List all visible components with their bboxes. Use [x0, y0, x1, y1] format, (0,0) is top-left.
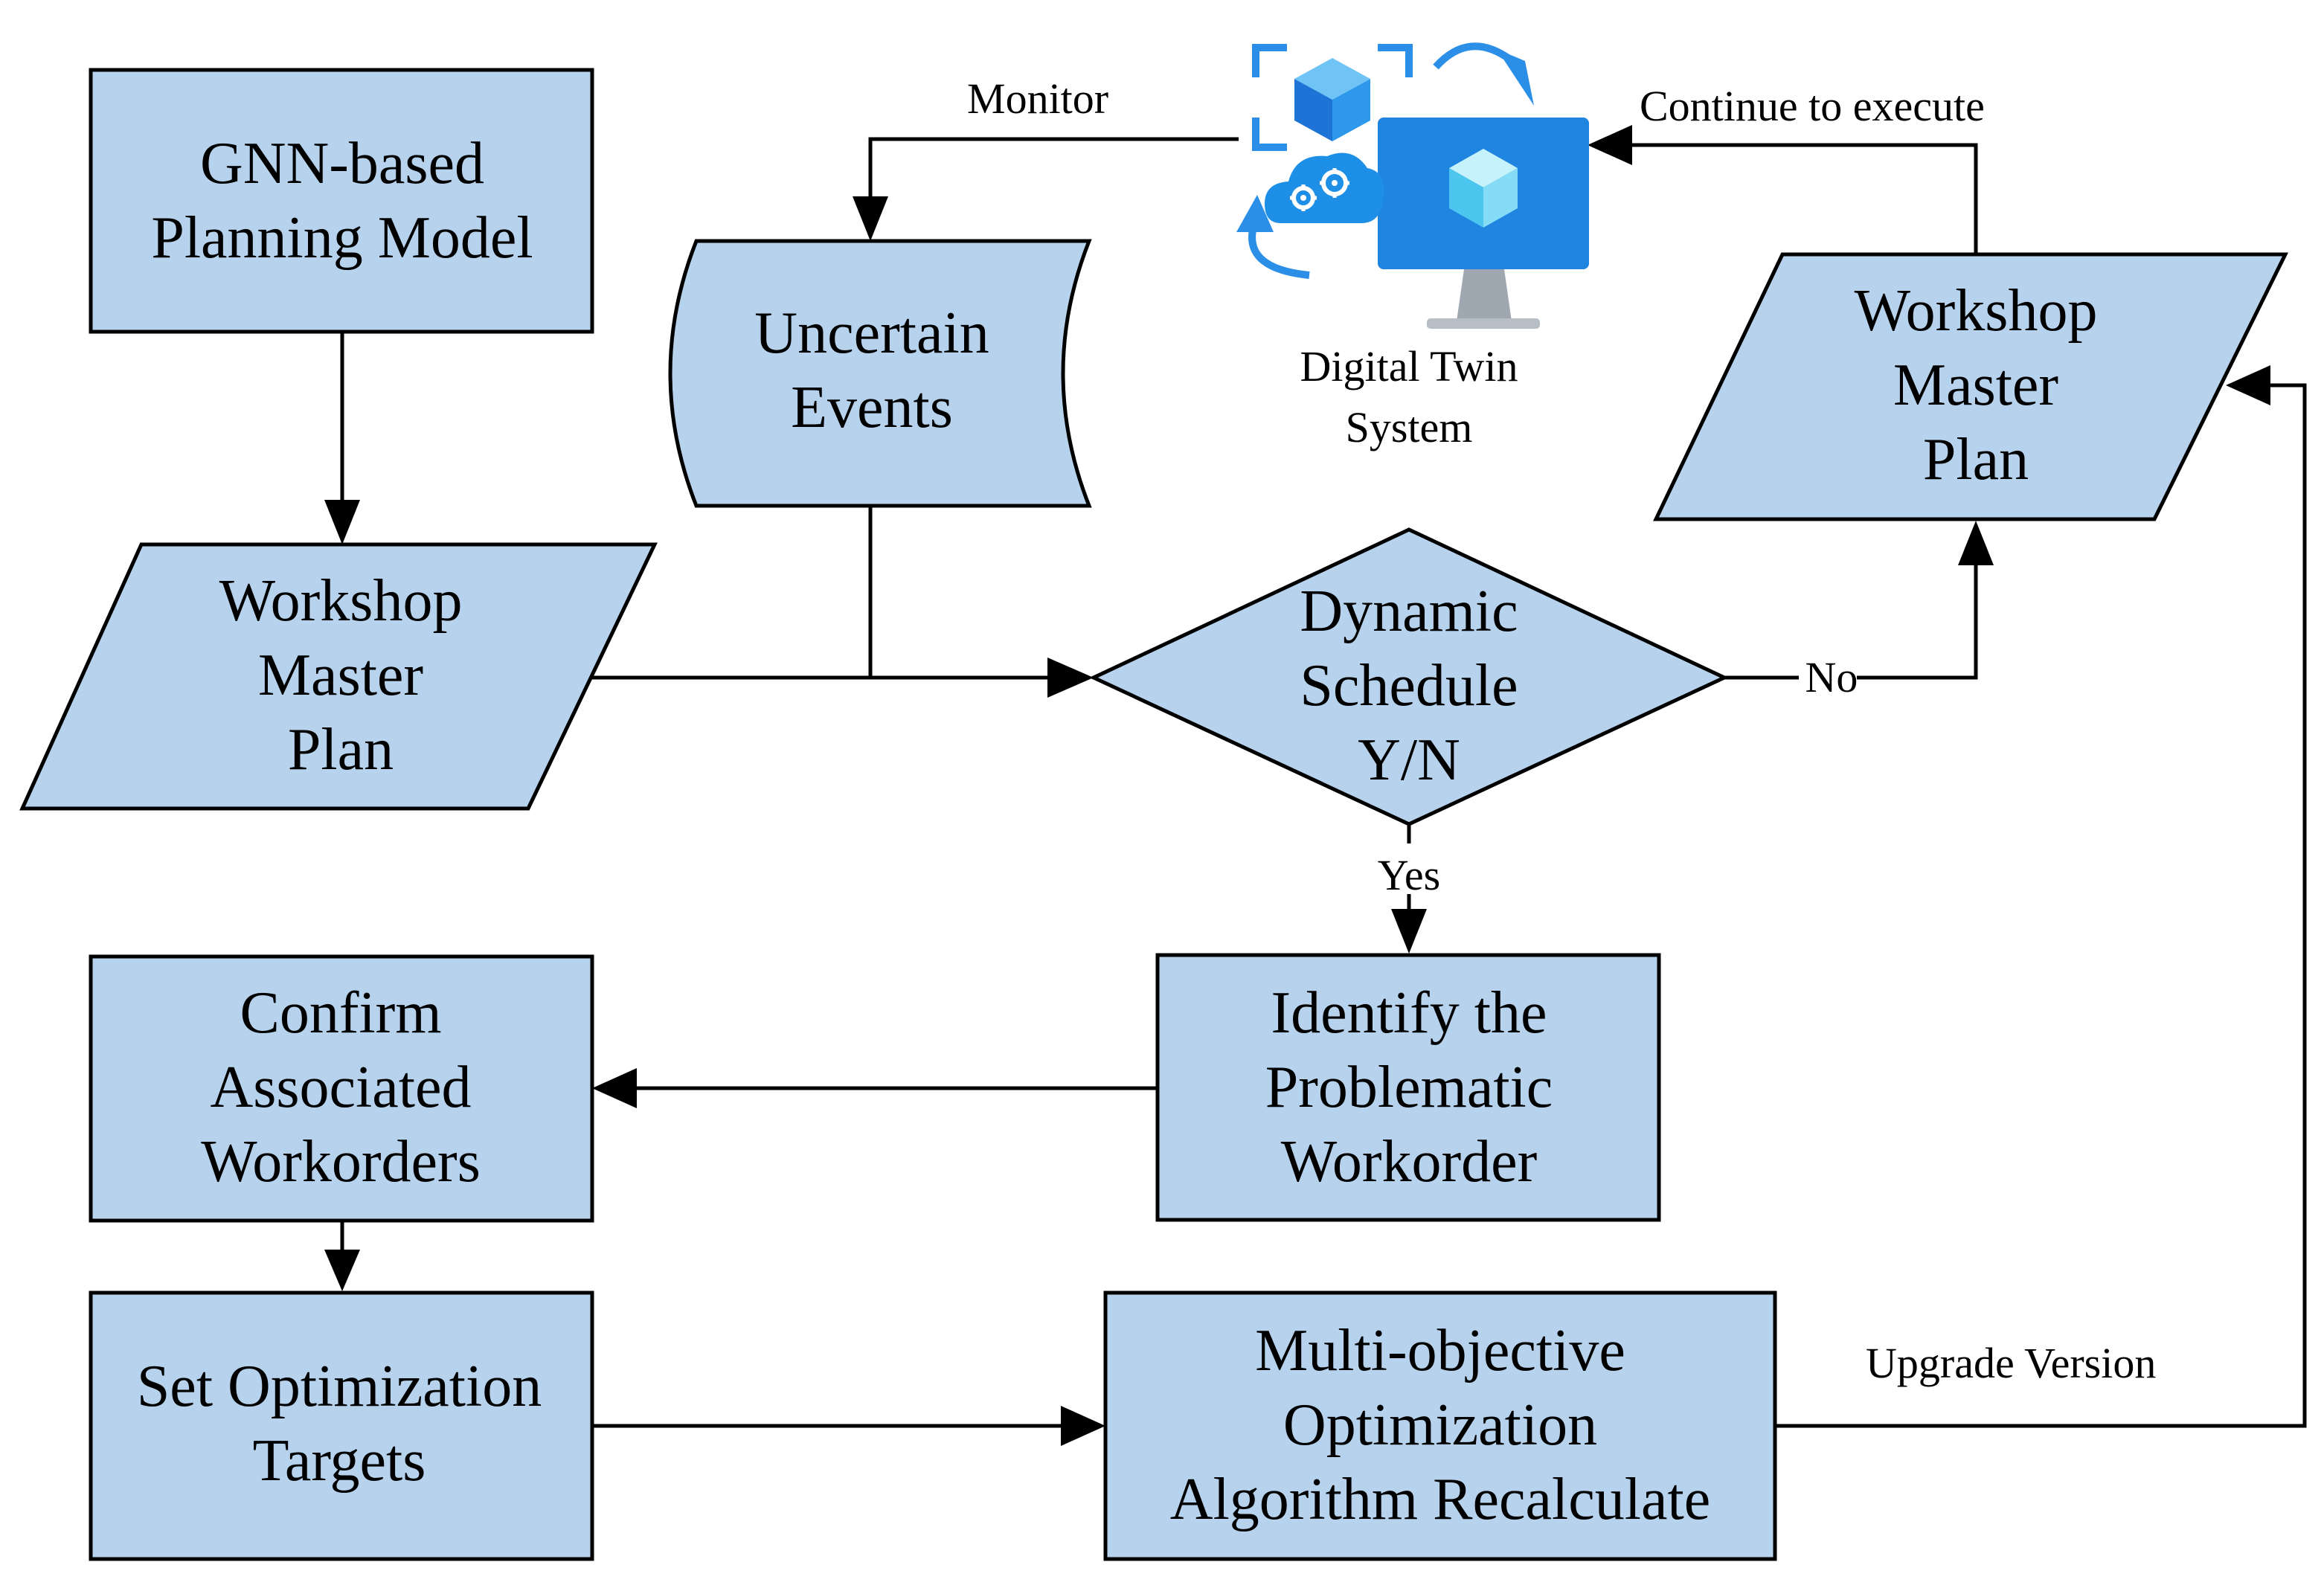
screen-cube	[1449, 149, 1518, 228]
master-plan-right-line-2: Master	[1893, 353, 2058, 418]
gnn-model-line-1: GNN-based	[200, 131, 484, 196]
uncertain-events-line-2: Events	[791, 375, 953, 440]
confirm-line-1: Confirm	[240, 980, 441, 1046]
arrowhead	[592, 1068, 637, 1108]
recalculate-line-1: Multi-objective	[1255, 1318, 1625, 1383]
identify-line-3: Workorder	[1281, 1129, 1538, 1195]
decision-line-2: Schedule	[1300, 653, 1518, 719]
set-targets-line-1: Set Optimization	[137, 1354, 542, 1419]
arrowhead	[324, 1250, 360, 1291]
arrowhead	[1958, 521, 1994, 565]
edge-label-monitor: Monitor	[967, 74, 1108, 123]
edge-continue	[1622, 143, 1978, 253]
monitor-stand	[1457, 269, 1512, 321]
uncertain-events-line-1: Uncertain	[754, 300, 989, 366]
arrowhead	[1391, 909, 1427, 954]
node-set-targets	[89, 1291, 594, 1561]
edge-label-no: No	[1805, 653, 1858, 701]
sync-arrow-top	[1433, 42, 1512, 70]
master-plan-right-line-1: Workshop	[1855, 278, 2098, 344]
small-cube	[1294, 58, 1370, 141]
node-confirm	[89, 954, 594, 1223]
edge-labels: Monitor Continue to execute No Yes Upgra…	[967, 74, 2156, 1387]
node-uncertain-events	[668, 239, 1092, 508]
gnn-model-line-2: Planning Model	[151, 205, 533, 271]
edge-label-upgrade: Upgrade Version	[1866, 1339, 2156, 1387]
arrowhead	[1047, 658, 1094, 698]
recalculate-line-3: Algorithm Recalculate	[1170, 1467, 1710, 1532]
node-recalculate	[1103, 1291, 1777, 1561]
master-plan-left-line-1: Workshop	[219, 568, 463, 634]
master-plan-left-line-3: Plan	[288, 717, 394, 782]
arrowhead	[1588, 125, 1632, 165]
node-decision	[1089, 527, 1729, 826]
edge-label-continue: Continue to execute	[1640, 82, 1985, 130]
edge-upgrade	[1775, 383, 2307, 1428]
edge-monitor	[868, 137, 1239, 210]
confirm-line-2: Associated	[210, 1055, 471, 1120]
master-plan-right-line-3: Plan	[1923, 427, 2029, 492]
arrowhead	[324, 500, 360, 544]
digital-twin-line-2: System	[1346, 403, 1473, 451]
set-targets-line-2: Targets	[253, 1428, 426, 1494]
gear-cloud-icon	[1265, 152, 1384, 223]
arrowhead	[1061, 1406, 1105, 1446]
edge-label-yes: Yes	[1378, 851, 1440, 899]
digital-twin-line-1: Digital Twin	[1300, 342, 1518, 390]
decision-line-1: Dynamic	[1300, 579, 1518, 644]
node-gnn-model	[89, 68, 594, 334]
decision-line-3: Y/N	[1358, 727, 1460, 793]
node-labels: GNN-based Planning Model Workshop Master…	[137, 131, 2098, 1532]
node-master-plan-right	[1653, 252, 2289, 521]
node-master-plan-left	[19, 542, 658, 811]
digital-twin-icon	[1236, 42, 1589, 329]
recalculate-line-2: Optimization	[1283, 1392, 1597, 1458]
identify-line-1: Identify the	[1271, 980, 1547, 1046]
arrowhead	[2226, 365, 2270, 405]
arrowhead	[853, 196, 888, 241]
edges	[324, 125, 2307, 1446]
confirm-line-3: Workorders	[201, 1129, 481, 1195]
identify-line-2: Problematic	[1265, 1055, 1553, 1120]
node-identify	[1155, 953, 1661, 1222]
master-plan-left-line-2: Master	[258, 643, 423, 708]
